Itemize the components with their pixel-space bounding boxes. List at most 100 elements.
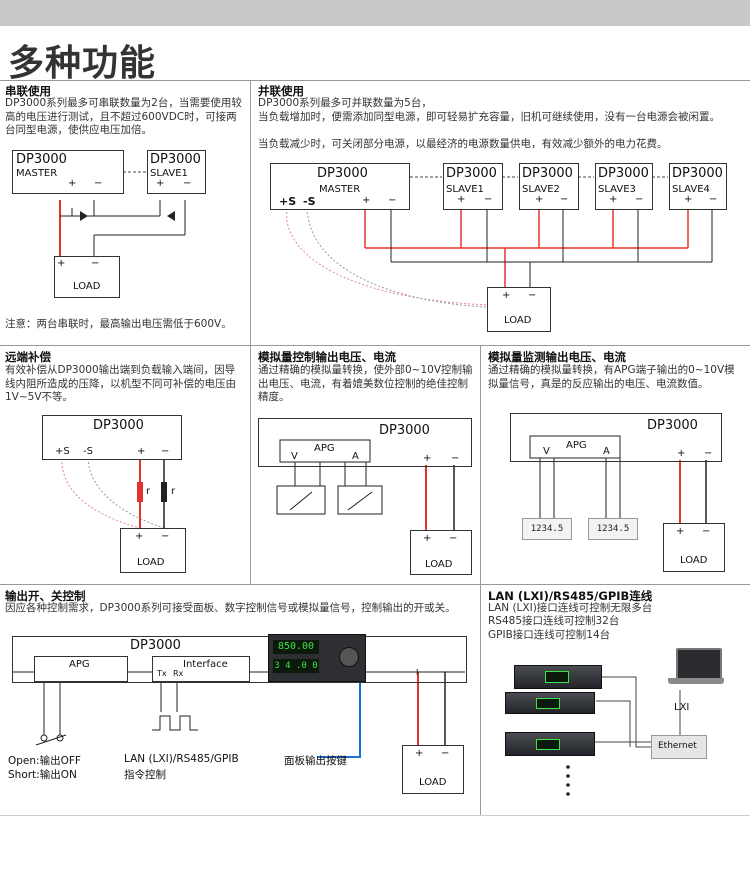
series-heading: 串联使用 — [5, 84, 51, 98]
load-label: LOAD — [504, 315, 532, 326]
sense-minus-terminal: -S — [83, 446, 93, 457]
plus-terminal: + — [609, 194, 618, 205]
divider — [0, 584, 750, 585]
divider — [250, 80, 251, 345]
knob-icon[interactable] — [339, 647, 359, 667]
apg-label: APG — [314, 443, 335, 454]
series-note: 注意：两台串联时，最高输出电压需低于600V。 — [5, 318, 232, 330]
series-slave-unit: DP3000 SLAVE1 — [147, 150, 206, 194]
model-label: DP3000 — [446, 166, 497, 181]
plus-terminal: + — [57, 258, 66, 269]
command-label: LAN (LXI)/RS485/GPIB — [124, 753, 239, 765]
minus-terminal: − — [183, 178, 192, 189]
tx-label: Tx — [157, 669, 167, 678]
analog-mon-psu-unit: DP3000 + − — [510, 413, 722, 462]
apg-label: APG — [69, 659, 90, 670]
analog-ctrl-psu-unit: DP3000 + − — [258, 418, 472, 467]
minus-terminal: − — [484, 194, 493, 205]
remote-load: + − LOAD — [120, 528, 186, 573]
plus-terminal: + — [502, 290, 511, 301]
onoff-load: + − LOAD — [402, 745, 464, 794]
load-label: LOAD — [73, 281, 101, 292]
lan-line-3: GPIB接口连线可控制14台 — [488, 629, 611, 641]
interface-label: Interface — [183, 659, 228, 670]
minus-terminal: − — [451, 453, 460, 464]
resistor-label: r — [146, 486, 151, 497]
current-display: 3 4 .0 0 — [273, 659, 319, 673]
minus-terminal: − — [704, 448, 713, 459]
model-label: DP3000 — [317, 166, 368, 181]
top-banner — [0, 0, 750, 26]
ammeter-display: 1234.5 — [588, 518, 638, 540]
v-terminal: V — [543, 446, 550, 457]
sense-plus-terminal: +S — [279, 195, 297, 208]
minus-terminal: − — [702, 526, 711, 537]
laptop-base-icon — [668, 678, 724, 684]
plus-terminal: + — [413, 667, 422, 678]
onoff-heading: 输出开、关控制 — [5, 589, 86, 603]
a-terminal: A — [603, 446, 610, 457]
minus-terminal: − — [528, 290, 537, 301]
plus-terminal: + — [423, 453, 432, 464]
model-label: DP3000 — [522, 166, 573, 181]
lan-line-1: LAN (LXI)接口连线可控制无限多台 — [488, 602, 653, 614]
ethernet-switch: Ethernet — [651, 735, 707, 759]
parallel-heading: 并联使用 — [258, 84, 304, 98]
apg-port: APG — [34, 656, 128, 682]
parallel-load: + − LOAD — [487, 287, 551, 332]
plus-terminal: + — [415, 748, 424, 759]
instrument-icon — [514, 665, 602, 689]
front-panel[interactable]: 850.00 3 4 .0 0 — [268, 634, 366, 682]
minus-terminal: − — [91, 258, 100, 269]
divider — [480, 584, 481, 815]
analog-ctrl-heading: 模拟量控制输出电压、电流 — [258, 350, 396, 364]
role-label: MASTER — [319, 184, 361, 195]
plus-terminal: + — [684, 194, 693, 205]
load-label: LOAD — [137, 557, 165, 568]
model-label: DP3000 — [647, 418, 698, 433]
command-sub-label: 指令控制 — [124, 769, 166, 781]
model-label: DP3000 — [93, 418, 144, 433]
role-label: MASTER — [16, 168, 58, 179]
interface-port: Interface Tx Rx — [152, 656, 250, 682]
minus-terminal: − — [560, 194, 569, 205]
minus-terminal: − — [94, 178, 103, 189]
analog-mon-desc: 通过精确的模拟量转换，有APG端子输出的0~10V模拟量信号，真是的反应输出的电… — [488, 364, 735, 390]
resistor-label: r — [171, 486, 176, 497]
parallel-slave-unit: DP3000 SLAVE3 — [595, 163, 653, 210]
plus-terminal: + — [457, 194, 466, 205]
open-label: Open:输出OFF — [8, 755, 81, 767]
analog-mon-heading: 模拟量监测输出电压、电流 — [488, 350, 626, 364]
analog-mon-load: + − LOAD — [663, 523, 725, 572]
minus-terminal: − — [709, 194, 718, 205]
minus-terminal: − — [161, 446, 170, 457]
short-label: Short:输出ON — [8, 769, 77, 781]
role-label: SLAVE2 — [522, 184, 560, 195]
plus-terminal: + — [135, 531, 144, 542]
remote-psu-unit: DP3000 +S -S + − — [42, 415, 182, 460]
divider — [480, 345, 481, 584]
ethernet-label: Ethernet — [658, 741, 697, 751]
model-label: DP3000 — [16, 152, 67, 167]
series-master-unit: DP3000 MASTER — [12, 150, 124, 194]
minus-terminal: − — [449, 533, 458, 544]
model-label: DP3000 — [130, 638, 181, 653]
plus-terminal: + — [535, 194, 544, 205]
minus-terminal: − — [441, 667, 450, 678]
divider — [250, 345, 251, 584]
onoff-psu-unit: DP3000 + − — [12, 636, 467, 683]
divider — [0, 80, 750, 81]
load-label: LOAD — [680, 555, 708, 566]
remote-desc: 有效补偿从DP3000输出端到负载输入端间，因导线内阻所造成的压降，以机型不同可… — [5, 364, 236, 403]
a-terminal: A — [352, 451, 359, 462]
plus-terminal: + — [677, 448, 686, 459]
minus-terminal: − — [161, 531, 170, 542]
parallel-desc-1: DP3000系列最多可并联数量为5台， — [258, 97, 432, 109]
instrument-icon — [505, 692, 595, 714]
minus-terminal: − — [441, 748, 450, 759]
voltmeter-display: 1234.5 — [522, 518, 572, 540]
